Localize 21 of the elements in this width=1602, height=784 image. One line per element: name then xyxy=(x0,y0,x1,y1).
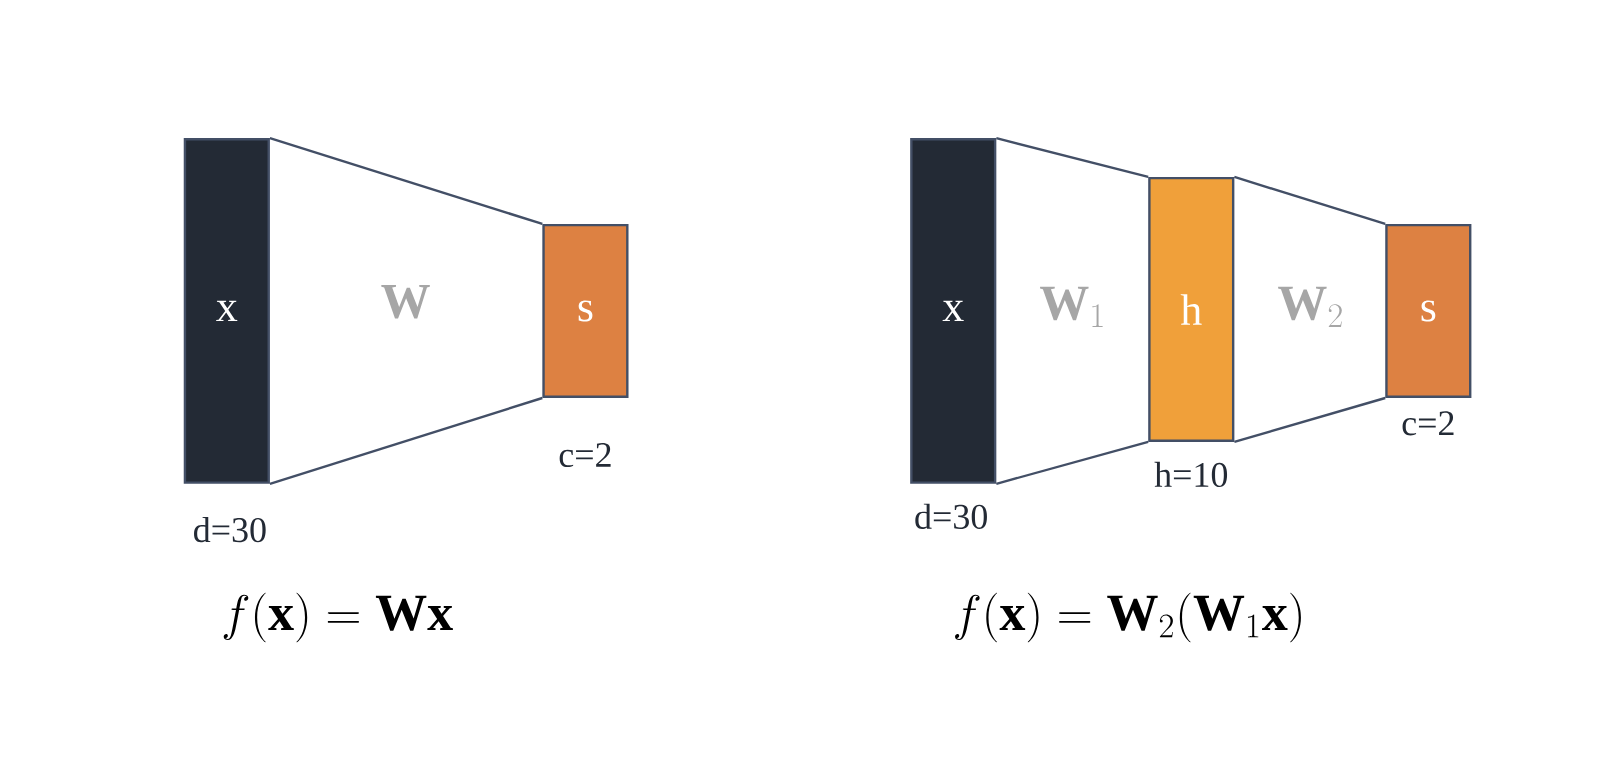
layer-box: s xyxy=(542,223,629,398)
connector-line xyxy=(996,136,1149,179)
connector-line xyxy=(996,440,1149,485)
dimension-label: d=30 xyxy=(194,516,266,543)
dimension-label: h=10 xyxy=(1154,461,1228,488)
layer-box: x xyxy=(183,138,270,484)
layer-box: s xyxy=(1385,223,1472,398)
dimension-label: c=2 xyxy=(559,442,611,468)
layer-box: h xyxy=(1148,176,1235,442)
formula: $f(\mathbf{x}) = \mathbf{W}_2(\mathbf{W}_1\mathbf{x})$ xyxy=(955,592,1301,643)
layer-box: x xyxy=(910,138,997,484)
weight-label: $\mathbf{W}_2$ xyxy=(1278,286,1342,327)
connector-line xyxy=(1234,396,1386,444)
formula: $f(\mathbf{x}) = \mathbf{W}\mathbf{x}$ xyxy=(223,592,453,643)
weight-label: $\mathbf{W}_1$ xyxy=(1040,286,1103,327)
connector-line xyxy=(1234,175,1386,226)
dimension-label: c=2 xyxy=(1402,411,1454,436)
dimension-label: d=30 xyxy=(915,503,987,529)
connector-line xyxy=(269,396,543,485)
connector-line xyxy=(269,136,543,226)
weight-label: $\mathbf{W}$ xyxy=(381,285,430,319)
